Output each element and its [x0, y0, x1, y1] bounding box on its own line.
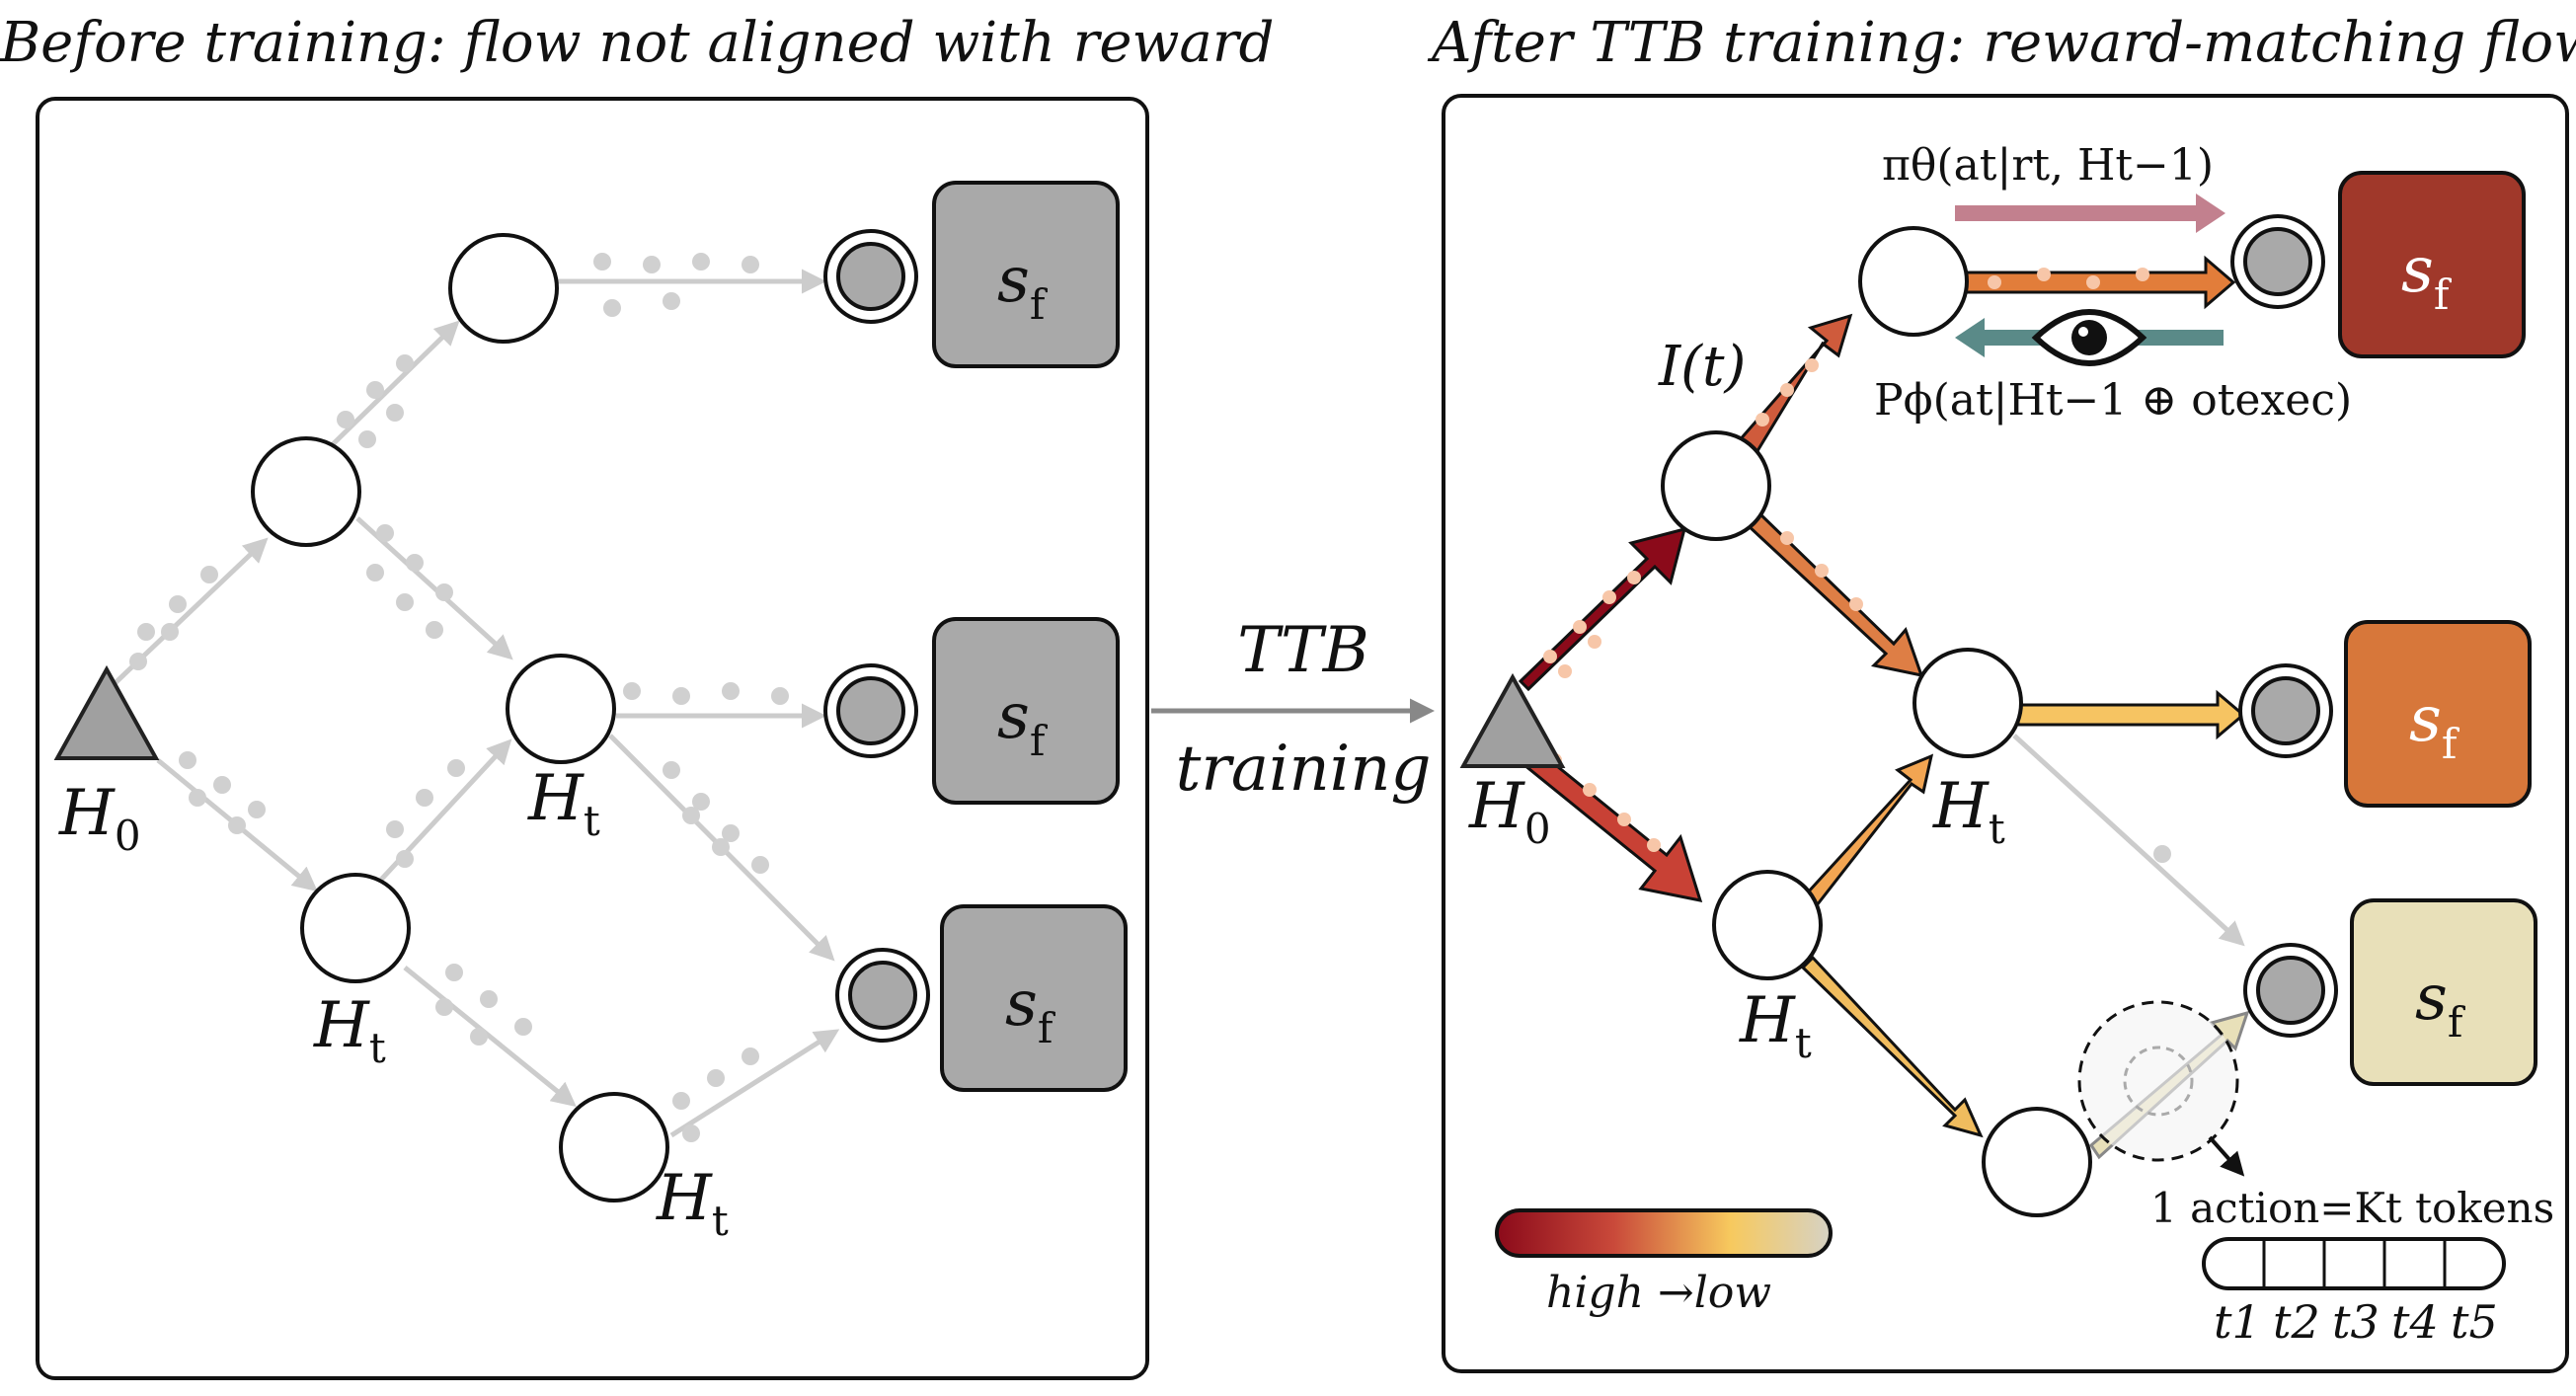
grey-dot	[2153, 845, 2171, 863]
ttb-label: TTB	[1237, 614, 1369, 687]
left-edge	[403, 966, 577, 1108]
left-nodes	[53, 233, 669, 1202]
training-label: training	[1176, 733, 1432, 806]
right-node	[1858, 226, 1969, 337]
terminal-node-icon	[2256, 956, 2325, 1025]
h0-label: H0	[58, 777, 141, 860]
terminal-node-icon	[836, 676, 905, 745]
flow-arrow	[1800, 955, 1984, 1138]
reward-legend: high →low	[1495, 1208, 1833, 1318]
zoom-inner-circle	[2123, 1046, 2194, 1117]
ht-label: Ht	[313, 989, 386, 1072]
right-node	[1982, 1107, 2092, 1217]
sf-label: sf	[997, 680, 1049, 765]
left-terminals	[823, 181, 1128, 1092]
flow-arrow	[1745, 510, 1924, 678]
token-label: t1	[2214, 1295, 2261, 1349]
sf-label: sf	[2415, 962, 2466, 1047]
sf-label: sf	[1005, 968, 1056, 1052]
sf-label: sf	[997, 244, 1049, 329]
left-labels: sf sf sf H0 Ht Ht Ht	[58, 244, 1056, 1245]
left-node	[559, 1092, 669, 1202]
h0-label: H0	[1468, 770, 1551, 853]
ttb-transition: TTB training	[1151, 614, 1435, 806]
left-node	[506, 654, 616, 764]
sf-label: sf	[2401, 234, 2453, 319]
token-label: t4	[2391, 1295, 2439, 1349]
policy-arrow	[1955, 194, 2225, 233]
right-node	[1712, 870, 1823, 980]
right-dot-trails	[1543, 268, 2149, 852]
right-panel-title: After TTB training: reward-matching flow	[1427, 11, 2576, 75]
sf-box-low	[2350, 898, 2537, 1086]
legend-gradient-bar	[1495, 1208, 1833, 1258]
sf-box-mid	[2344, 620, 2532, 808]
triangle-root-icon	[1459, 672, 1566, 768]
token-label: t3	[2332, 1295, 2380, 1349]
left-node	[448, 233, 559, 344]
token-label: t2	[2273, 1295, 2320, 1349]
policy-predictor: πθ(at|rt, Ht−1) Pϕ(at|Ht−1 ⊕ otexec)	[1874, 140, 2352, 426]
right-node	[1912, 648, 2023, 758]
token-caption: 1 action=Kt tokens	[2150, 1184, 2554, 1232]
sf-label: sf	[2409, 683, 2460, 768]
flow-arrow	[1506, 734, 1703, 902]
left-dot-trails	[129, 253, 789, 1142]
flow-arrow	[1805, 753, 1934, 908]
eye-icon	[2031, 309, 2147, 366]
terminal-node-icon	[2251, 676, 2320, 745]
token-box	[2202, 1237, 2506, 1290]
ht-label: Ht	[656, 1162, 729, 1245]
left-panel-title: Before training: flow not aligned with r…	[0, 11, 1274, 75]
interest-label: I(t)	[1658, 335, 1746, 399]
legend-label: high →low	[1546, 1268, 1771, 1318]
predictor-formula: Pϕ(at|Ht−1 ⊕ otexec)	[1874, 375, 2352, 426]
sf-box-high	[2338, 171, 2526, 358]
right-grey-edge	[2012, 734, 2245, 947]
flow-arrow	[2016, 689, 2246, 740]
zoom-pointer	[2208, 1135, 2245, 1177]
left-node	[251, 436, 361, 547]
sf-box	[932, 617, 1120, 805]
flow-arrow	[1518, 526, 1687, 692]
right-terminals: sf sf sf	[2230, 171, 2537, 1086]
ht-label: Ht	[1739, 984, 1812, 1067]
sf-box	[932, 181, 1120, 368]
terminal-node-icon	[836, 242, 905, 311]
policy-formula: πθ(at|rt, Ht−1)	[1882, 140, 2214, 191]
zoom-circle	[2077, 1000, 2239, 1162]
ht-label: Ht	[527, 762, 600, 845]
right-labels: I(t) H0 Ht Ht	[1468, 335, 2005, 1067]
terminal-node-icon	[2243, 227, 2312, 296]
right-node	[1661, 430, 1771, 541]
triangle-root-icon	[53, 664, 160, 760]
token-zoom: 1 action=Kt tokens t1 t2 t3 t4 t5	[2077, 1000, 2554, 1349]
left-edge	[669, 1029, 840, 1138]
token-label: t5	[2451, 1295, 2498, 1349]
sf-box	[940, 904, 1128, 1092]
ht-label: Ht	[1932, 770, 2005, 853]
terminal-node-icon	[848, 961, 917, 1030]
left-node	[300, 873, 411, 983]
right-nodes	[1459, 226, 2092, 1217]
